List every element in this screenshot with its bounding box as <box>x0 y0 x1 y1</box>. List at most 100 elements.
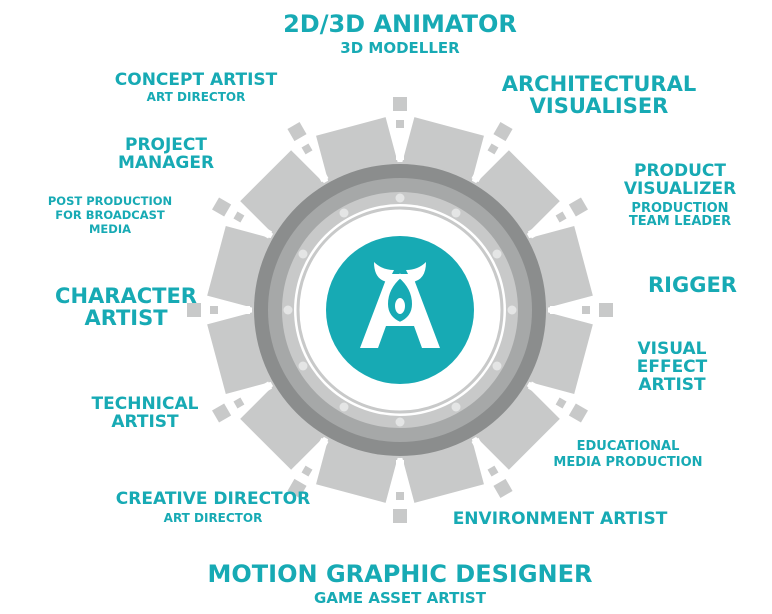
label-architectural-main: ARCHITECTURAL <box>501 72 697 96</box>
label-technical: TECHNICAL ARTIST <box>91 394 199 432</box>
label-visual-effect-main2: EFFECT <box>636 356 708 377</box>
spoke-square <box>287 122 307 142</box>
spoke-square <box>393 97 407 111</box>
spoke-square <box>550 306 558 314</box>
spoke-square <box>396 152 404 160</box>
label-architectural: ARCHITECTURAL VISUALISER <box>502 73 697 117</box>
label-environment-main: ENVIRONMENT ARTIST <box>452 509 668 529</box>
letter-a-flame-logo-icon <box>360 262 440 348</box>
spoke-square <box>493 122 513 142</box>
label-motion-main: MOTION GRAPHIC DESIGNER <box>207 560 593 588</box>
label-character: CHARACTER ARTIST <box>55 285 197 329</box>
gear-tooth <box>466 150 560 244</box>
label-creative-main: CREATIVE DIRECTOR <box>115 489 311 509</box>
dashed-spoke <box>471 437 513 498</box>
spoke-square <box>287 478 307 498</box>
label-concept: CONCEPT ARTIST ART DIRECTOR <box>114 70 278 104</box>
label-post-production: POST PRODUCTION FOR BROADCAST MEDIA <box>48 195 172 235</box>
spoke-square <box>471 437 483 449</box>
dashed-spoke <box>287 437 329 498</box>
label-motion-sub: GAME ASSET ARTIST <box>314 589 486 608</box>
ring-dot <box>451 208 461 218</box>
label-project-main: PROJECT <box>124 135 207 155</box>
spoke-square <box>527 227 539 239</box>
ring-dot <box>298 249 308 259</box>
dashed-spoke <box>212 381 273 423</box>
spoke-square <box>393 509 407 523</box>
label-creative-sub: ART DIRECTOR <box>163 510 263 525</box>
spoke-square <box>261 381 273 393</box>
ring-dot <box>395 417 405 427</box>
spoke-square <box>396 136 404 144</box>
label-concept-sub: ART DIRECTOR <box>146 89 246 104</box>
ring-dot <box>507 305 517 315</box>
label-educational: EDUCATIONAL MEDIA PRODUCTION <box>553 440 702 469</box>
dashed-spoke <box>212 197 273 239</box>
spoke-square <box>487 143 499 155</box>
label-animator: 2D/3D ANIMATOR 3D MODELLER <box>283 10 517 58</box>
label-product-sub: PRODUCTION <box>631 200 729 216</box>
ring-dot <box>395 193 405 203</box>
label-educational-main: EDUCATIONAL <box>576 439 680 454</box>
ring-dot <box>492 361 502 371</box>
spoke-square <box>396 120 404 128</box>
spoke-square <box>568 197 588 217</box>
ring-dot <box>283 305 293 315</box>
label-architectural-main2: VISUALISER <box>529 94 669 119</box>
ring-dot <box>339 402 349 412</box>
spoke-square <box>487 465 499 477</box>
spoke-square <box>599 303 613 317</box>
label-technical-main2: ARTIST <box>111 411 179 432</box>
dashed-spoke <box>393 460 407 523</box>
spoke-square <box>396 460 404 468</box>
spoke-square <box>541 389 553 401</box>
label-post-production-main3: MEDIA <box>88 222 132 237</box>
spoke-square <box>242 306 250 314</box>
spoke-square <box>555 397 567 409</box>
dashed-spoke <box>550 303 613 317</box>
gear-tooth <box>466 376 560 470</box>
spoke-square <box>582 306 590 314</box>
label-product-main2: VISUALIZER <box>623 178 737 199</box>
label-environment: ENVIRONMENT ARTIST <box>452 509 668 529</box>
dashed-spoke <box>471 122 513 183</box>
spoke-square <box>555 211 567 223</box>
label-technical-main: TECHNICAL <box>91 394 199 414</box>
label-post-production-main: POST PRODUCTION <box>47 194 173 208</box>
label-visual-effect: VISUAL EFFECT ARTIST <box>636 339 708 395</box>
spoke-square <box>568 403 588 423</box>
label-motion: MOTION GRAPHIC DESIGNER GAME ASSET ARTIS… <box>207 560 593 608</box>
spoke-square <box>566 306 574 314</box>
gear-tooth <box>240 376 334 470</box>
label-animator-main: 2D/3D ANIMATOR <box>283 10 517 38</box>
gear-thin-ring <box>296 206 504 414</box>
dashed-spoke <box>187 303 250 317</box>
label-post-production-main2: FOR BROADCAST <box>55 208 165 223</box>
spoke-square <box>226 306 234 314</box>
label-concept-main: CONCEPT ARTIST <box>114 70 278 90</box>
label-rigger: RIGGER <box>648 274 737 296</box>
label-project-main2: MANAGER <box>117 152 215 173</box>
spoke-square <box>187 303 201 317</box>
ring-dots <box>283 193 517 427</box>
spoke-square <box>471 171 483 183</box>
ring-dot <box>339 208 349 218</box>
spoke-square <box>479 451 491 463</box>
dashed-spoke <box>287 122 329 183</box>
spoke-square <box>212 403 232 423</box>
dashed-spoke <box>527 197 588 239</box>
ring-dot <box>492 249 502 259</box>
ring-dot <box>451 402 461 412</box>
label-animator-sub: 3D MODELLER <box>340 39 460 58</box>
dashed-spoke <box>393 97 407 160</box>
gear-outer-teeth <box>207 117 593 503</box>
spoke-square <box>396 476 404 484</box>
label-creative: CREATIVE DIRECTOR ART DIRECTOR <box>115 489 311 525</box>
label-project: PROJECT MANAGER <box>117 135 215 173</box>
spoke-square <box>317 437 329 449</box>
spoke-square <box>210 306 218 314</box>
label-character-main: CHARACTER <box>55 284 197 308</box>
spoke-square <box>212 197 232 217</box>
label-visual-effect-main: VISUAL <box>637 339 707 359</box>
